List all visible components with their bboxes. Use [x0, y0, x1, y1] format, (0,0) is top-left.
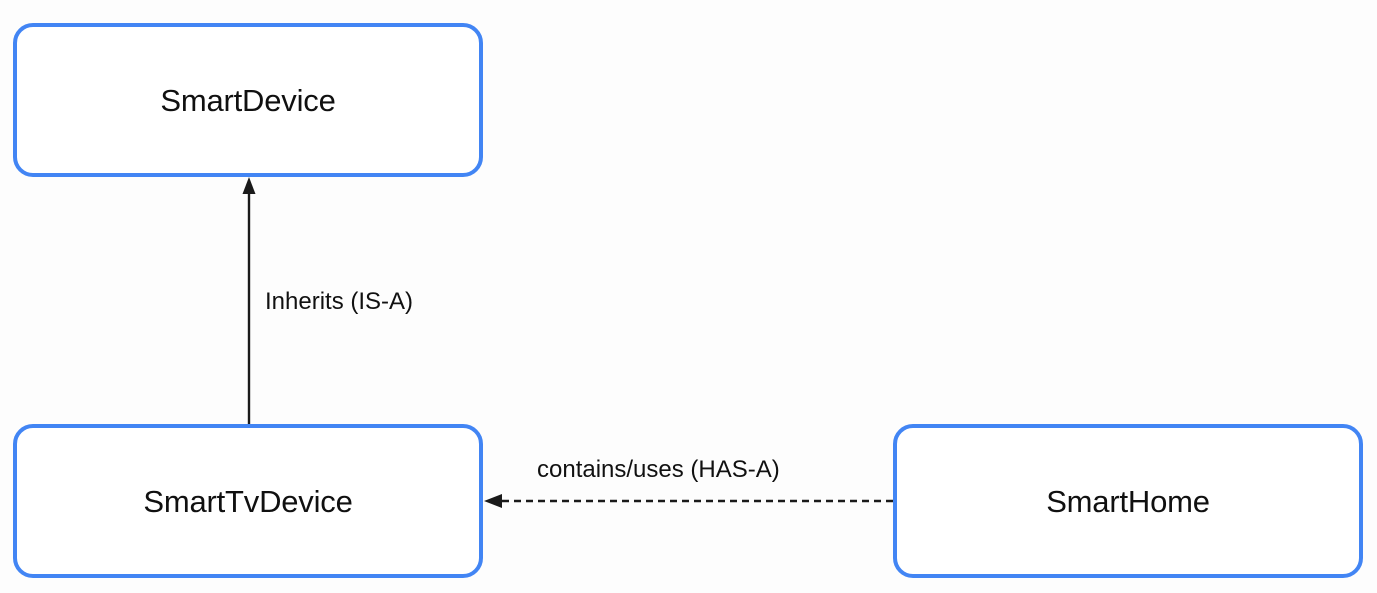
node-smart-tv-device[interactable]: SmartTvDevice	[13, 424, 483, 578]
node-smart-home-label: SmartHome	[1046, 483, 1210, 519]
edge-label-inherits: Inherits (IS-A)	[265, 288, 414, 315]
inherits-arrowhead-icon	[242, 177, 256, 194]
contains-uses-connector	[484, 494, 893, 508]
node-smart-device-label: SmartDevice	[160, 82, 336, 118]
inherits-connector	[242, 177, 256, 424]
edge-label-contains-uses: contains/uses (HAS-A)	[537, 456, 780, 483]
node-smart-tv-device-label: SmartTvDevice	[143, 483, 353, 519]
node-smart-device[interactable]: SmartDevice	[13, 23, 483, 177]
contains-uses-arrowhead-icon	[484, 494, 502, 508]
node-smart-home[interactable]: SmartHome	[893, 424, 1363, 578]
